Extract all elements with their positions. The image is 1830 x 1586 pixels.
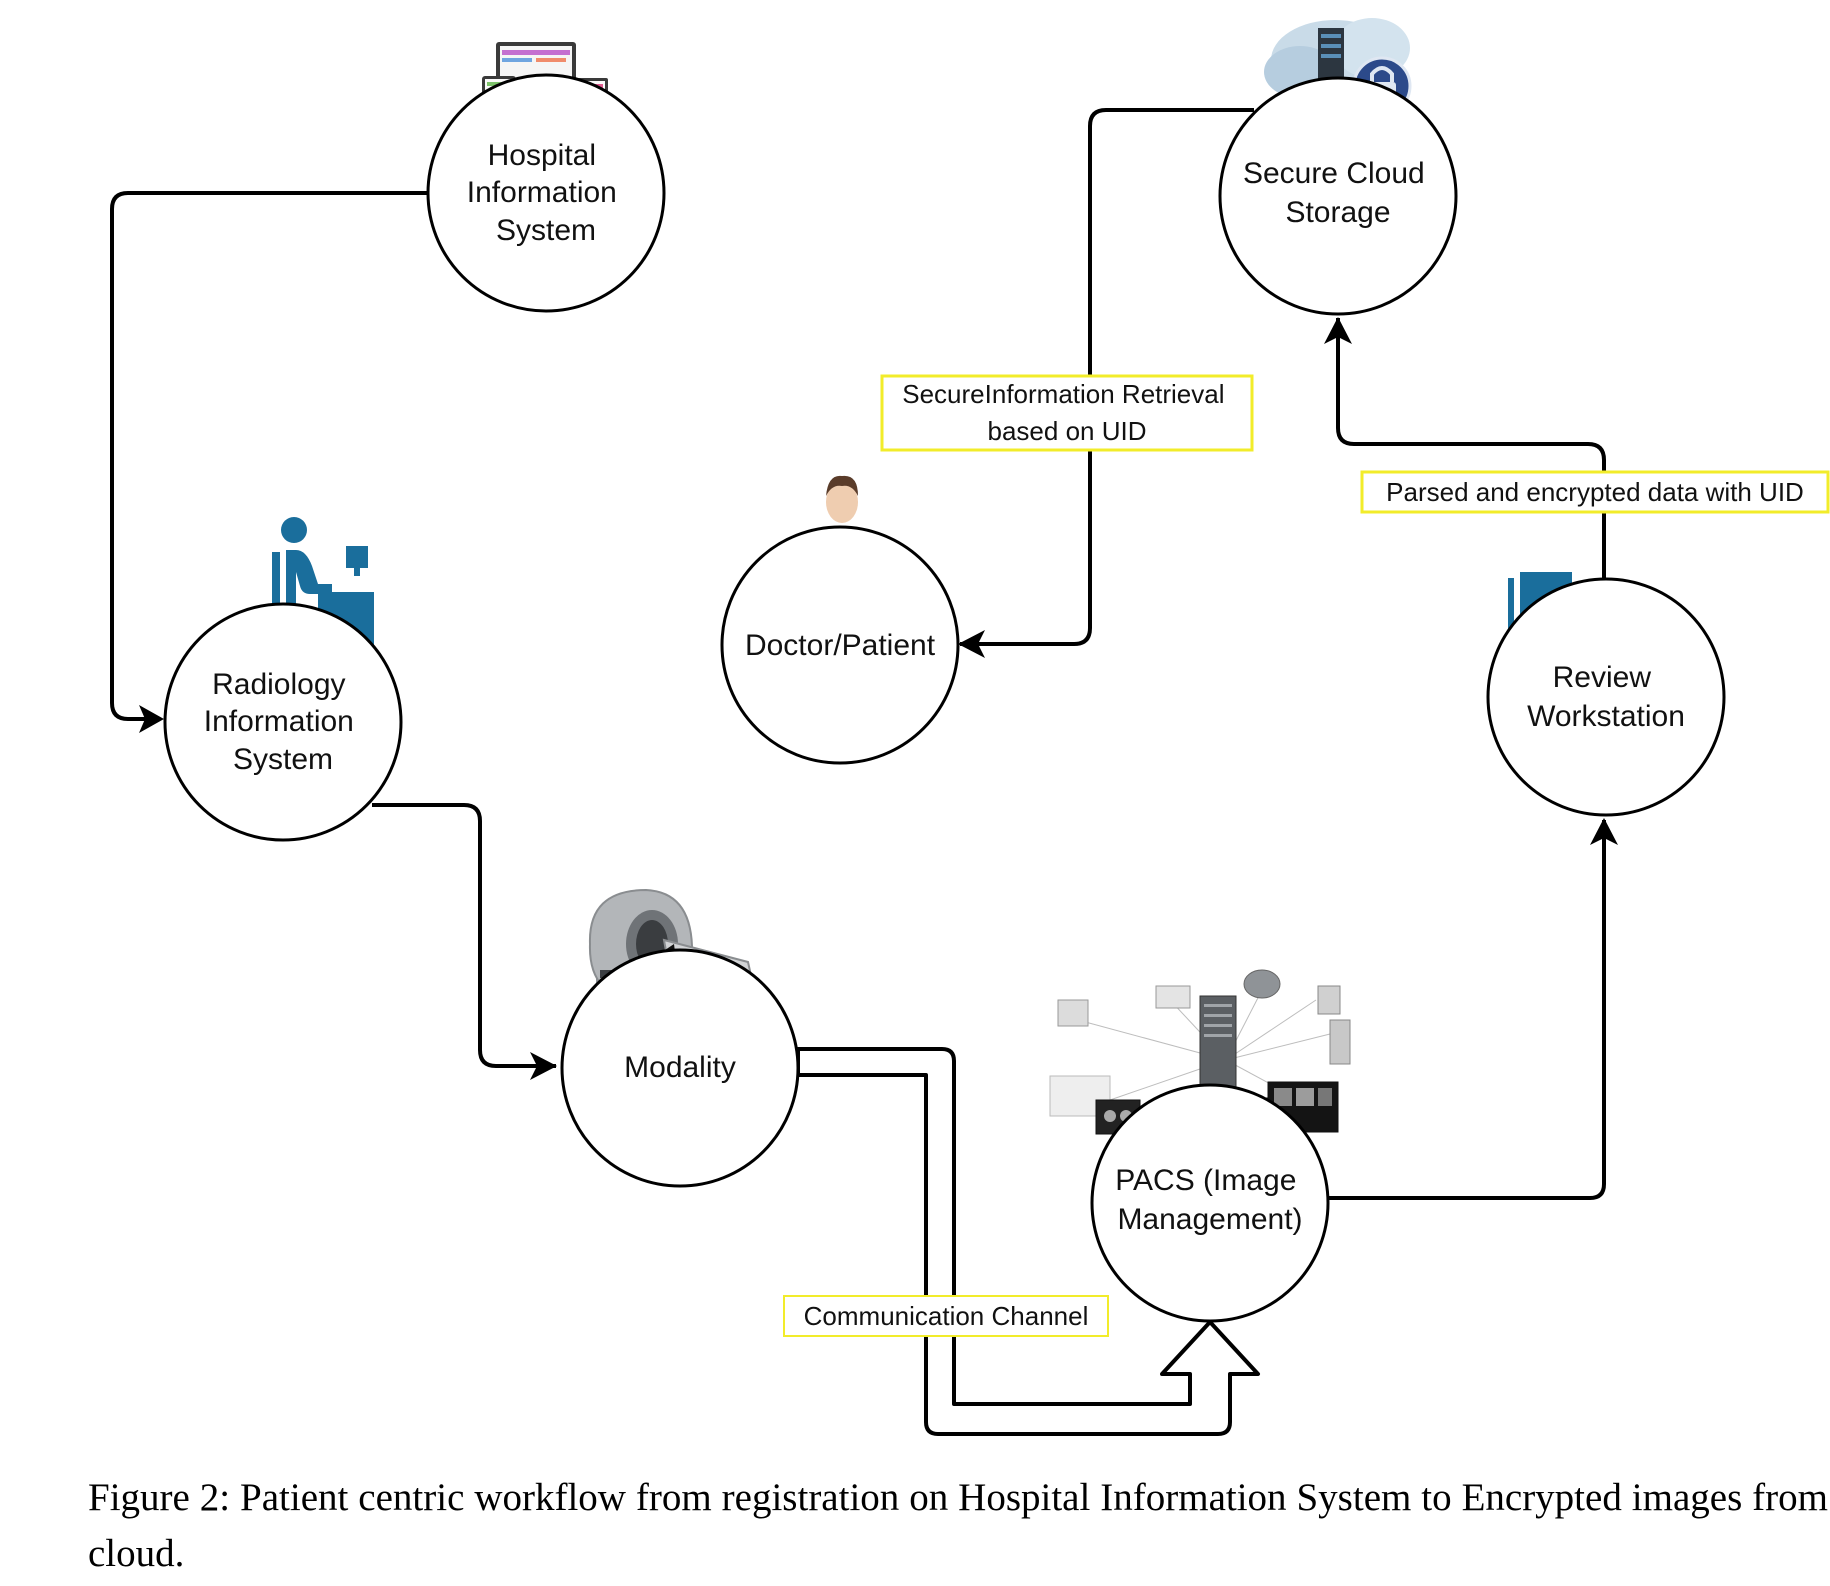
node-label: Workstation: [1527, 700, 1685, 733]
svg-text:PACS (Image Management): PACS (Image Management): [1115, 1164, 1305, 1236]
svg-text:Parsed and encrypted data with: Parsed and encrypted data with UID: [1386, 477, 1804, 507]
node-label: System: [233, 743, 333, 776]
edge-label-text: SecureInformation Retrieval: [902, 379, 1224, 409]
svg-text:Radiology Information: Radiology Information System: [204, 668, 362, 776]
node-review-workstation: Review Workstation: [1486, 577, 1726, 817]
workflow-diagram: Hospital Information System Secure Cloud…: [110, 18, 1830, 1436]
communication-channel-pipe: [796, 1047, 1260, 1436]
arrow-head: [1590, 818, 1618, 845]
edge-his-to-ris: [110, 191, 428, 725]
node-pacs-image-management: PACS (Image Management): [1090, 1083, 1330, 1323]
node-secure-cloud-storage: Secure Cloud Storage: [1218, 76, 1458, 316]
arrow-head: [530, 1052, 557, 1080]
edge-label-text: Parsed and encrypted data with UID: [1386, 477, 1804, 507]
arrow-head: [958, 630, 985, 658]
node-hospital-information-system: Hospital Information System: [426, 73, 666, 313]
svg-text:Secure Cloud Storage: Secure Cloud Storage: [1243, 157, 1433, 229]
node-modality: Modality: [560, 948, 800, 1188]
node-label: Information: [467, 176, 617, 209]
edge-label-communication-channel: Communication Channel: [783, 1295, 1109, 1337]
node-label: PACS (Image: [1115, 1164, 1296, 1197]
svg-text:Modality: Modality: [624, 1051, 736, 1084]
figure-caption: Figure 2: Patient centric workflow from …: [88, 1476, 1828, 1575]
node-label: Radiology: [212, 668, 345, 701]
edge-review-to-cloud: [1336, 318, 1606, 578]
edge-label-text: based on UID: [988, 416, 1147, 446]
node-label: Storage: [1285, 196, 1390, 229]
node-label: Doctor/Patient: [745, 629, 936, 662]
edge-pacs-to-review: [1326, 820, 1606, 1200]
node-radiology-information-system: Radiology Information System: [163, 602, 403, 842]
cloud-lock-icon: [1264, 18, 1412, 116]
edge-ris-to-modality: [372, 803, 556, 1068]
node-label: Modality: [624, 1051, 736, 1084]
arrow-head: [139, 705, 164, 733]
node-label: Information: [204, 705, 354, 738]
arrow-head: [1324, 317, 1352, 344]
node-label: Hospital: [488, 139, 596, 172]
node-label: Management): [1117, 1203, 1302, 1236]
svg-text:Doctor/Patient: Doctor/Patient: [745, 629, 936, 662]
node-label: Secure Cloud: [1243, 157, 1425, 190]
edge-label-text: Communication Channel: [804, 1301, 1089, 1331]
svg-text:Review Workstation: Review Workstation: [1527, 661, 1685, 733]
svg-text:Hospital Information: Hospital Information System: [467, 139, 625, 247]
node-doctor-patient: Doctor/Patient: [720, 525, 960, 765]
edge-label-parsed-data: Parsed and encrypted data with UID: [1360, 470, 1830, 514]
edge-label-secure-retrieval: SecureInformation Retrieval based on UID: [880, 374, 1254, 452]
node-label: System: [496, 214, 596, 247]
node-label: Review: [1553, 661, 1652, 694]
svg-text:SecureInformation Retrieval: SecureInformation Retrieval based on UID: [902, 379, 1232, 446]
svg-text:Communication Channel: Communication Channel: [804, 1301, 1089, 1331]
